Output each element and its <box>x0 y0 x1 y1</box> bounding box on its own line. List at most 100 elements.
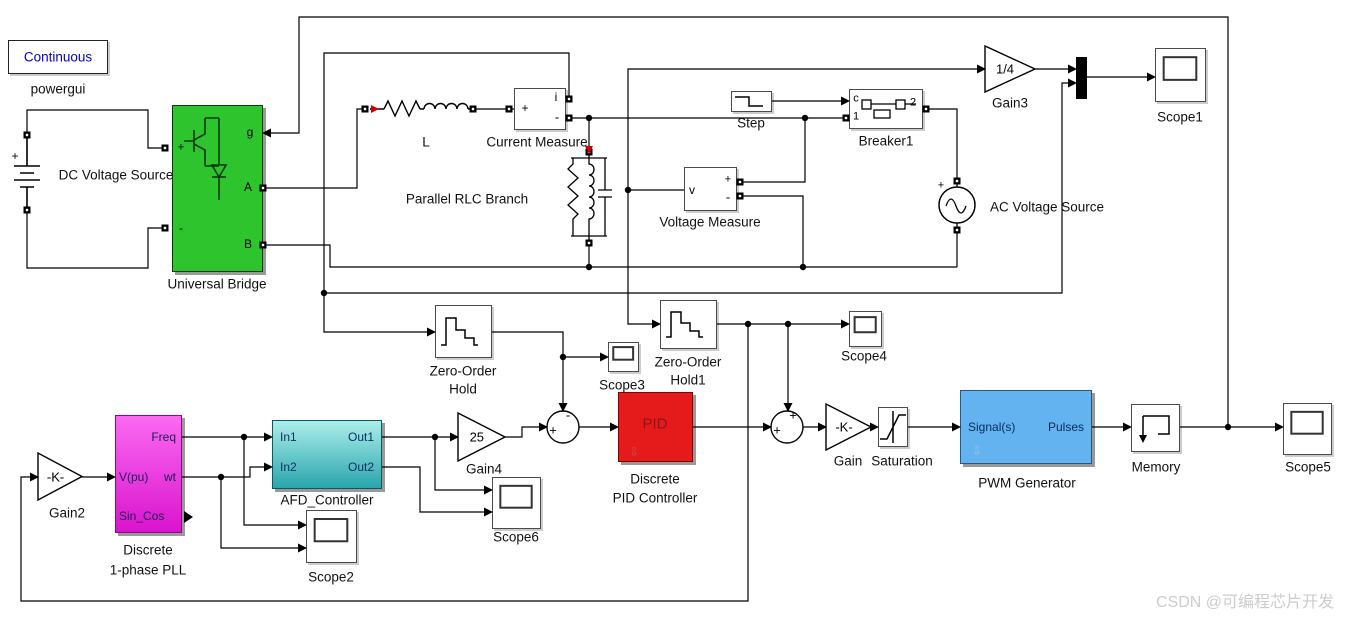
block-label: Gain4 <box>465 461 503 477</box>
port-square <box>585 148 593 156</box>
port-label: i <box>554 90 558 104</box>
port-label: - <box>179 221 183 235</box>
port-square <box>161 224 169 232</box>
zero-order-hold1-block[interactable] <box>660 300 717 349</box>
gain2-gain-value: -K- <box>46 469 65 484</box>
pwm-port: Pulses <box>1047 420 1084 434</box>
sum-sign: + <box>789 407 797 423</box>
block-label: Zero-Order <box>429 363 497 379</box>
powergui-block[interactable] <box>8 40 108 74</box>
port-square-center <box>25 133 29 137</box>
port-square <box>565 95 573 103</box>
block-label: Gain2 <box>48 505 86 521</box>
gain-gain-value: -K- <box>835 419 853 435</box>
junction-dot <box>585 114 593 122</box>
port-square <box>736 192 744 200</box>
port-square-center <box>738 180 742 184</box>
scope4-block[interactable] <box>849 311 882 347</box>
port-square <box>23 131 31 139</box>
arrowhead <box>763 422 772 432</box>
pll-port: Freq <box>151 430 176 444</box>
port-square <box>953 226 961 234</box>
sum-sign: - <box>565 407 571 423</box>
block-label: Discrete <box>123 542 173 558</box>
signal-direction-icon <box>371 105 379 113</box>
scope2-block[interactable] <box>306 510 357 563</box>
port-label: + <box>177 141 185 154</box>
junction-dot <box>320 289 328 297</box>
block-label: Voltage Measure <box>659 214 761 230</box>
block-label: PWM Generator <box>978 475 1076 491</box>
port-label: v <box>689 183 695 197</box>
port-square-center <box>955 179 959 183</box>
block-label: DC Voltage Source <box>58 167 174 183</box>
port-label: 1 <box>852 110 860 123</box>
wire[interactable] <box>492 331 564 405</box>
scope3-block[interactable] <box>608 342 639 372</box>
scope5-block[interactable] <box>1283 403 1332 455</box>
wire[interactable] <box>26 210 165 269</box>
block-label: AC Voltage Source <box>989 199 1105 215</box>
mux-block[interactable] <box>1076 57 1087 99</box>
wire[interactable] <box>627 68 979 190</box>
saturation-block[interactable] <box>878 407 908 447</box>
port-square <box>585 239 593 247</box>
junction-dot <box>217 473 225 481</box>
port-label: 2 <box>909 96 917 109</box>
wire[interactable] <box>182 466 266 478</box>
wire[interactable] <box>263 244 957 268</box>
wire[interactable] <box>740 195 804 267</box>
block-label: Gain <box>833 453 863 469</box>
ac-sine-icon <box>945 181 967 230</box>
pwm-port: Signal(s) <box>968 420 1016 434</box>
block-label: powergui <box>30 81 86 97</box>
arrowhead <box>977 64 986 74</box>
port-square <box>736 178 744 186</box>
ac-voltage-source-symbol[interactable] <box>938 186 976 224</box>
wire[interactable] <box>926 108 958 181</box>
series-rl-branch-symbol[interactable] <box>370 99 473 118</box>
breaker1-block[interactable] <box>849 89 923 129</box>
scope1-block[interactable] <box>1155 48 1206 102</box>
junction-dot <box>801 114 809 122</box>
port-square-center <box>471 107 475 111</box>
block-label: Scope5 <box>1285 459 1331 475</box>
junction-dot <box>585 263 593 271</box>
wire[interactable] <box>505 426 541 438</box>
memory-block[interactable] <box>1131 404 1180 452</box>
arrowhead <box>450 432 459 442</box>
block-label: Memory <box>1131 459 1181 475</box>
block-label: Current Measure <box>486 134 588 150</box>
scope6-block[interactable] <box>492 477 541 529</box>
block-label: Discrete <box>630 471 680 487</box>
junction-dot <box>744 320 752 328</box>
zero-order-hold-block[interactable] <box>435 305 492 358</box>
block-label: PID Controller <box>612 490 698 506</box>
block-label: 1-phase PLL <box>109 562 187 578</box>
step-block[interactable] <box>731 91 772 112</box>
parallel-rlc-branch-symbol[interactable] <box>567 152 612 243</box>
block-label: Scope2 <box>308 569 354 585</box>
afd-port: Out1 <box>347 430 374 444</box>
block-label: AFD_Controller <box>280 492 374 508</box>
port-square <box>953 177 961 185</box>
block-label: Saturation <box>871 453 933 469</box>
wire[interactable] <box>627 190 654 325</box>
powergui-mode: Continuous <box>23 49 93 65</box>
afd-port: In1 <box>280 430 297 444</box>
pll-port: Sin_Cos <box>119 509 165 523</box>
junction-dot <box>240 433 248 441</box>
block-label: Universal Bridge <box>167 276 267 292</box>
port-square <box>505 105 513 113</box>
port-square-center <box>955 228 959 232</box>
port-square <box>23 206 31 214</box>
port-square <box>361 105 369 113</box>
port-label: - <box>554 109 560 125</box>
port-label: - <box>725 189 731 205</box>
port-label: + <box>521 101 529 115</box>
wire[interactable] <box>26 109 165 149</box>
sum-sign: + <box>773 422 781 438</box>
port-square <box>565 114 573 122</box>
wire[interactable] <box>263 108 365 189</box>
